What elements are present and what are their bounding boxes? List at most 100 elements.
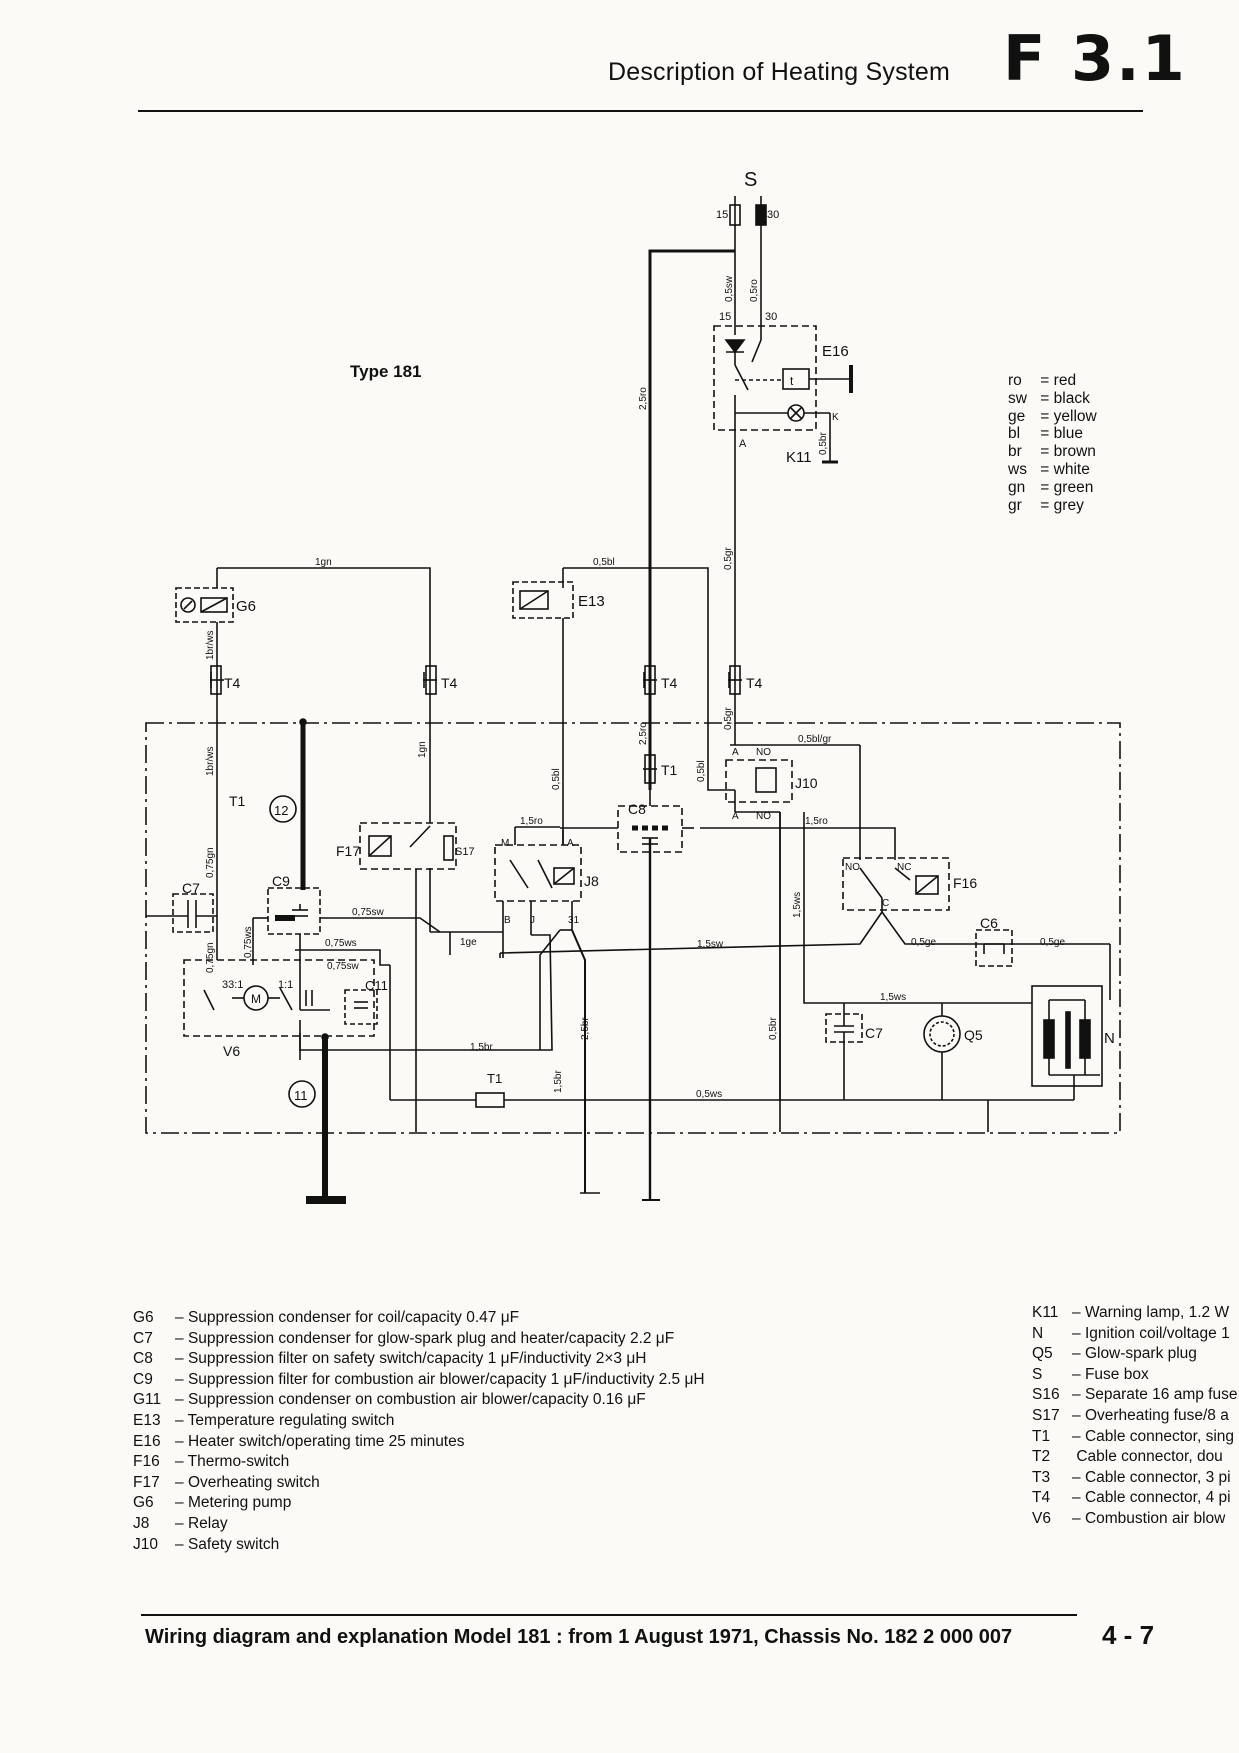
- wire-label: 0,5bl: [696, 760, 707, 782]
- terminal-label: 30: [765, 311, 777, 323]
- f17-box: [359, 822, 457, 870]
- parts-item: S17– Overheating fuse/8 a: [1032, 1406, 1229, 1424]
- label-C7: C7: [865, 1025, 883, 1041]
- label-C9: C9: [272, 873, 290, 889]
- parts-item: Q5– Glow-spark plug: [1032, 1345, 1197, 1363]
- wire-label: 2,5ro: [638, 722, 649, 745]
- parts-item: T2 Cable connector, dou: [1032, 1448, 1223, 1466]
- v6-box: [183, 959, 375, 1037]
- wire-label: 1gn: [315, 557, 332, 568]
- parts-item: E16– Heater switch/operating time 25 min…: [133, 1432, 465, 1450]
- terminal-label: 33:1: [222, 979, 243, 991]
- label-C6: C6: [980, 915, 998, 931]
- wire-label: 1gn: [417, 741, 428, 758]
- color-legend: ro = red sw = black ge = yellow bl = blu…: [1008, 372, 1097, 514]
- f16-box: [842, 857, 950, 911]
- parts-list-right: K11– Warning lamp, 1.2 W N– Ignition coi…: [1032, 1303, 1239, 1530]
- legend-row: ro = red: [1008, 372, 1077, 389]
- heater-unit-frame: [145, 722, 1121, 1134]
- wire-label: 0,75gn: [205, 942, 216, 973]
- marker-12: [269, 795, 297, 823]
- terminal-label: A: [732, 747, 739, 758]
- wire-label: 0,5ws: [696, 1089, 722, 1100]
- e13-box: [512, 581, 574, 619]
- c6-box: [975, 929, 1013, 967]
- parts-item: J10– Safety switch: [133, 1535, 280, 1553]
- label-T4: T4: [661, 675, 678, 691]
- section-code: F 3.1: [1003, 22, 1187, 95]
- wire-label: 0,75sw: [327, 961, 359, 972]
- wire-label: 0,5br: [768, 1017, 779, 1040]
- wire-label: 1,5sw: [697, 939, 724, 950]
- legend-row: gn = green: [1008, 478, 1094, 496]
- label-C11: C11: [365, 978, 388, 993]
- terminal-label: C: [882, 898, 889, 909]
- parts-item: T3– Cable connector, 3 pi: [1032, 1468, 1231, 1486]
- fuse-30: [755, 204, 767, 226]
- wire-label: 1,5br: [553, 1070, 564, 1093]
- terminal-label: 1:1: [278, 979, 293, 991]
- parts-item: T4– Cable connector, 4 pi: [1032, 1489, 1231, 1507]
- label-E16: E16: [822, 343, 849, 360]
- terminal-label: M: [501, 838, 509, 849]
- c9-box: [267, 887, 321, 935]
- label-M: M: [251, 992, 261, 1006]
- wire-label: 2,5ro: [638, 387, 649, 410]
- parts-item: C8– Suppression filter on safety switch/…: [133, 1350, 647, 1368]
- label-T4: T4: [441, 675, 458, 691]
- wire-label: 0,5br: [818, 432, 829, 455]
- parts-item: N– Ignition coil/voltage 1: [1032, 1324, 1230, 1342]
- wire-label: 0,5gr: [723, 707, 734, 730]
- ignition-coil-box: [1031, 985, 1103, 1087]
- wire-label: 1,5ro: [805, 816, 828, 827]
- terminal-label: A: [732, 811, 739, 822]
- page-title: Description of Heating System: [608, 58, 951, 86]
- legend-row: ws = white: [1008, 460, 1090, 478]
- footer-caption: Wiring diagram and explanation Model 181…: [145, 1626, 1013, 1648]
- e16-box: [713, 325, 817, 431]
- marker-12-label: 12: [274, 803, 288, 818]
- label-N: N: [1104, 1030, 1115, 1047]
- terminal-label: A: [567, 838, 574, 849]
- label-T4: T4: [746, 675, 763, 691]
- parts-item: G11– Suppression condenser on combustion…: [133, 1391, 646, 1409]
- wire-label: 0,5ge: [1040, 937, 1065, 948]
- wire-label: 1ge: [460, 937, 477, 948]
- wire-label: 0,5ge: [911, 937, 936, 948]
- terminal-label: 15: [716, 209, 728, 221]
- wire-label: 2,5br: [580, 1017, 591, 1040]
- terminal-label: J: [530, 915, 535, 926]
- label-S: S: [744, 169, 757, 191]
- type-label: Type 181: [350, 362, 422, 381]
- wire-label: 1,5ws: [880, 992, 906, 1003]
- label-G6: G6: [236, 598, 256, 615]
- wire-label: 0,5bl: [593, 557, 615, 568]
- label-T1: T1: [229, 793, 246, 809]
- wire-label: 0,5bl/gr: [798, 734, 832, 745]
- label-T4: T4: [224, 675, 241, 691]
- parts-item: J8– Relay: [133, 1514, 228, 1532]
- terminal-label: NC: [897, 862, 911, 873]
- parts-item: C9– Suppression filter for combustion ai…: [133, 1370, 705, 1388]
- wire-label: 0,5gr: [723, 547, 734, 570]
- wire-label: 1,5br: [470, 1042, 493, 1053]
- parts-item: G6– Metering pump: [133, 1494, 292, 1512]
- terminal-label: 15: [719, 311, 731, 323]
- terminal-label: K: [832, 412, 839, 423]
- parts-item: E13– Temperature regulating switch: [133, 1411, 395, 1429]
- parts-item: C7– Suppression condenser for glow-spark…: [133, 1329, 675, 1347]
- fuse-15: [729, 204, 741, 226]
- j8-box: [494, 844, 582, 902]
- label-F16: F16: [953, 875, 977, 891]
- terminal-label: 30: [767, 209, 779, 221]
- wire-label: 0,75gn: [205, 847, 216, 878]
- marker-11: [288, 1080, 316, 1108]
- label-J10: J10: [795, 775, 818, 791]
- terminal-label: NO: [756, 747, 771, 758]
- parts-item: V6– Combustion air blow: [1032, 1509, 1226, 1527]
- label-C7: C7: [182, 880, 200, 896]
- wire-label: 1,5ro: [520, 816, 543, 827]
- label-S17: S17: [455, 846, 475, 858]
- wire-label: 0,75ws: [325, 938, 357, 949]
